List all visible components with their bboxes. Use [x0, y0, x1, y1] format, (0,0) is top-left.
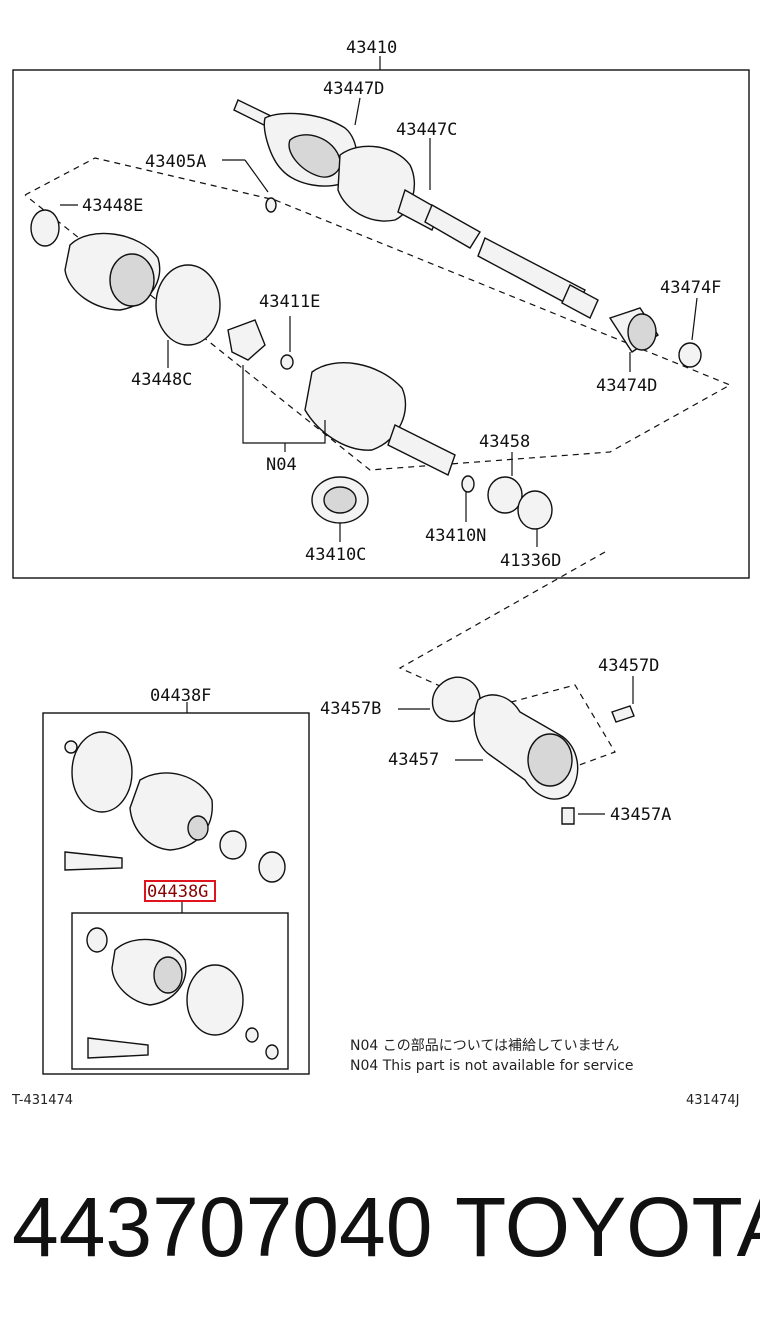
clip-small-4 [265, 1044, 279, 1060]
label-43410N: 43410N [425, 526, 486, 546]
label-43448E: 43448E [82, 196, 143, 216]
kit-box-04438G [71, 912, 289, 1070]
clip-43405A [265, 197, 277, 213]
label-43447D: 43447D [323, 79, 384, 99]
kit-box-04438F [42, 712, 310, 1075]
grease-tube-1 [64, 851, 123, 871]
label-04438G: 04438G [147, 882, 208, 902]
snap-ring-43411E [280, 354, 294, 370]
band-small-2 [258, 851, 286, 883]
assembly-box-43410 [12, 69, 750, 579]
bolt-43457D [611, 705, 635, 723]
label-N04: N04 [266, 455, 297, 475]
grease-tube-2 [87, 1037, 149, 1059]
label-43457D: 43457D [598, 656, 659, 676]
brand-name: TOYOTA [455, 1180, 760, 1274]
clip-small-2 [86, 927, 108, 953]
label-43458: 43458 [479, 432, 530, 452]
snap-ring-43410N [461, 475, 475, 493]
label-43457: 43457 [388, 750, 439, 770]
seal-43458 [487, 476, 523, 514]
band-large-2 [186, 964, 244, 1036]
snap-ring-43457B [431, 676, 481, 723]
label-43410C: 43410C [305, 545, 366, 565]
band-small-1 [219, 830, 247, 860]
part-number: 443707040 [12, 1180, 432, 1274]
subassembly-dashed-outline [24, 157, 732, 471]
clip-small-3 [245, 1027, 259, 1043]
bracket-dashed-outline [499, 684, 616, 773]
label-43474F: 43474F [660, 278, 721, 298]
footer-right-code: 431474J [686, 1093, 739, 1108]
tripod-N04 [227, 319, 266, 361]
label-43457B: 43457B [320, 699, 381, 719]
drive-shaft-assembly [233, 99, 599, 319]
note-en: N04 This part is not available for servi… [350, 1058, 633, 1074]
bolt-43457A [561, 807, 575, 825]
highlight-box-04438G [144, 880, 216, 902]
footer-left-code: T-431474 [11, 1093, 73, 1108]
label-43457A: 43457A [610, 805, 671, 825]
label-04438F: 04438F [150, 686, 211, 706]
label-43411E: 43411E [259, 292, 320, 312]
note-jp: N04 この部品については補給していません [350, 1038, 619, 1054]
band-43448E [30, 209, 60, 247]
label-43474D: 43474D [596, 376, 657, 396]
label-43405A: 43405A [145, 152, 206, 172]
clip-small-1 [64, 740, 78, 754]
label-41336D: 41336D [500, 551, 561, 571]
band-large-1 [71, 731, 133, 813]
bracket-dashed-link [398, 551, 606, 687]
band-43448C [155, 264, 221, 346]
outboard-joint [304, 362, 407, 451]
label-43447C: 43447C [396, 120, 457, 140]
label-43448C: 43448C [131, 370, 192, 390]
seal-41336D [517, 490, 553, 530]
label-43410: 43410 [346, 38, 397, 58]
clamp-43474F [678, 342, 702, 368]
